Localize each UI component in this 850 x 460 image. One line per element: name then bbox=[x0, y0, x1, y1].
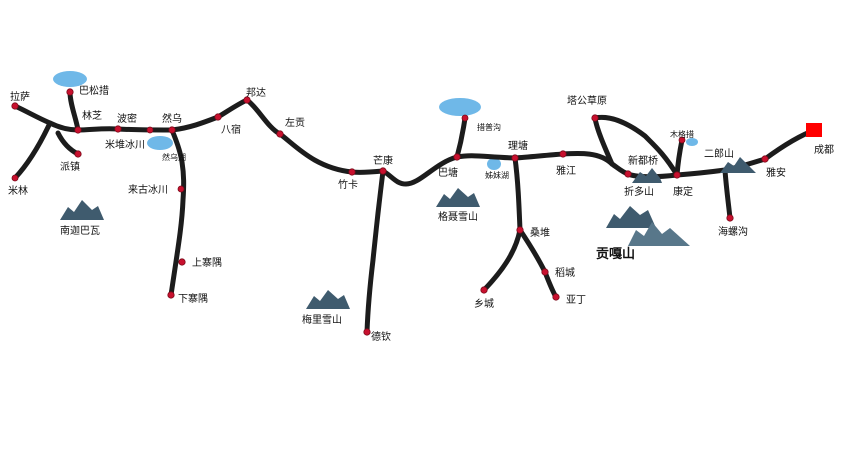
ranwu-lake bbox=[147, 136, 173, 150]
stop-ranwu bbox=[168, 126, 176, 134]
stop-daocheng bbox=[541, 268, 549, 276]
stop-xiangcheng bbox=[480, 286, 488, 294]
stop-basong bbox=[66, 88, 74, 96]
label-basu: 八宿 bbox=[221, 123, 241, 136]
cuopu-lake bbox=[439, 98, 481, 116]
label-linzhi: 林芝 bbox=[82, 109, 102, 122]
jiemei-lake bbox=[487, 158, 501, 170]
gongga-mountain-icon-2 bbox=[628, 222, 690, 246]
stop-midui bbox=[146, 126, 154, 134]
stop-batang bbox=[453, 153, 461, 161]
stop-yajiang bbox=[559, 150, 567, 158]
stop-lasa bbox=[11, 102, 19, 110]
main-route-road bbox=[12, 97, 818, 187]
label-basong: 巴松措 bbox=[79, 84, 109, 97]
label-cuopu: 措普沟 bbox=[477, 122, 501, 132]
basong-lake bbox=[53, 71, 87, 87]
label-geni: 格聂雪山 bbox=[438, 210, 478, 223]
label-haiziogou: 海螺沟 bbox=[718, 225, 748, 238]
stop-paizhen bbox=[74, 150, 82, 158]
stop-litang bbox=[511, 154, 519, 162]
label-mangkang: 芒康 bbox=[373, 154, 393, 167]
label-erlangshan: 二郎山 bbox=[704, 147, 734, 160]
label-shangsi: 上寨隅 bbox=[192, 256, 222, 269]
stop-laigu bbox=[177, 185, 185, 193]
label-zheduoshan: 折多山 bbox=[624, 185, 654, 198]
label-yajiang: 雅江 bbox=[556, 164, 576, 177]
label-lasa: 拉萨 bbox=[10, 90, 30, 103]
stop-basu bbox=[214, 113, 222, 121]
stop-yaan bbox=[761, 155, 769, 163]
stop-muge bbox=[678, 136, 686, 144]
label-laigu: 来古冰川 bbox=[128, 183, 168, 196]
label-zhuka: 竹卡 bbox=[338, 178, 358, 191]
label-xiangcheng: 乡城 bbox=[474, 298, 494, 310]
stop-zhuka bbox=[348, 168, 356, 176]
label-sangdui: 桑堆 bbox=[530, 227, 550, 239]
ranwu-south-road bbox=[168, 127, 187, 298]
stop-bomi bbox=[114, 125, 122, 133]
label-ranwuhu: 然乌湖 bbox=[162, 152, 186, 162]
label-chengdu: 成都 bbox=[814, 144, 834, 156]
label-paizhen: 派镇 bbox=[60, 160, 80, 173]
labels: 拉萨 米林 巴松措 林芝 派镇 波密 米堆冰川 然乌 然乌湖 来古冰川 上寨隅 … bbox=[8, 84, 834, 343]
label-deqin: 德钦 bbox=[371, 330, 391, 343]
namjag-mountain-icon bbox=[60, 200, 104, 220]
haiziogou-road bbox=[722, 167, 733, 221]
label-milin: 米林 bbox=[8, 184, 28, 197]
muge-lake bbox=[686, 138, 698, 146]
tagong-loop-road bbox=[592, 114, 680, 178]
label-zuogong: 左贡 bbox=[285, 116, 305, 129]
label-tagong: 塔公草原 bbox=[567, 94, 607, 107]
zheduo-mountain-icon bbox=[632, 168, 662, 183]
stop-milin bbox=[11, 174, 19, 182]
label-kangding: 康定 bbox=[673, 185, 693, 198]
label-namjag: 南迦巴瓦 bbox=[60, 224, 100, 237]
stop-shangsi bbox=[178, 258, 186, 266]
stop-zuogong bbox=[276, 130, 284, 138]
stop-tagong bbox=[591, 114, 599, 122]
stop-yading bbox=[552, 293, 560, 301]
label-xinduqiao: 新都桥 bbox=[628, 154, 658, 167]
stop-sangdui bbox=[516, 226, 524, 234]
kangding-muge-road bbox=[674, 137, 685, 178]
stop-cuopu bbox=[461, 114, 469, 122]
geni-mountain-icon bbox=[436, 188, 480, 207]
label-gongga: 贡嘎山 bbox=[596, 246, 635, 262]
label-ranwu: 然乌 bbox=[162, 112, 182, 125]
label-meili: 梅里雪山 bbox=[302, 313, 342, 326]
stop-kangding bbox=[673, 171, 681, 179]
linzhi-milin-road bbox=[12, 120, 53, 181]
label-bangda: 邦达 bbox=[246, 86, 266, 99]
stop-xiasi bbox=[167, 291, 175, 299]
label-yaan: 雅安 bbox=[766, 166, 786, 179]
batang-cuopu-road bbox=[454, 115, 468, 160]
label-midui: 米堆冰川 bbox=[105, 138, 145, 151]
label-muge: 木格措 bbox=[670, 129, 694, 139]
label-daocheng: 稻城 bbox=[555, 267, 575, 279]
stop-deqin bbox=[363, 328, 371, 336]
chengdu-marker bbox=[806, 123, 822, 137]
stops bbox=[11, 88, 769, 336]
label-xiasi: 下寨隅 bbox=[178, 292, 208, 305]
mangkang-deqin-road bbox=[364, 168, 386, 335]
basong-road bbox=[67, 89, 81, 133]
label-bomi: 波密 bbox=[117, 112, 137, 125]
label-litang: 理塘 bbox=[508, 139, 528, 152]
stop-xinduqiao bbox=[624, 170, 632, 178]
stop-linzhi bbox=[74, 126, 82, 134]
label-batang: 巴塘 bbox=[438, 166, 458, 179]
stop-haiziogou bbox=[726, 214, 734, 222]
stop-bangda bbox=[243, 96, 251, 104]
erlang-mountain-icon bbox=[720, 157, 756, 173]
gongga-mountain-icon bbox=[606, 206, 656, 228]
sangdui-yading-road bbox=[517, 227, 559, 300]
label-yading: 亚丁 bbox=[566, 295, 586, 306]
label-jiemei: 姊妹湖 bbox=[485, 170, 509, 180]
linzhi-paizhen-road bbox=[55, 130, 81, 157]
stop-mangkang bbox=[379, 167, 387, 175]
meili-mountain-icon bbox=[306, 290, 350, 309]
